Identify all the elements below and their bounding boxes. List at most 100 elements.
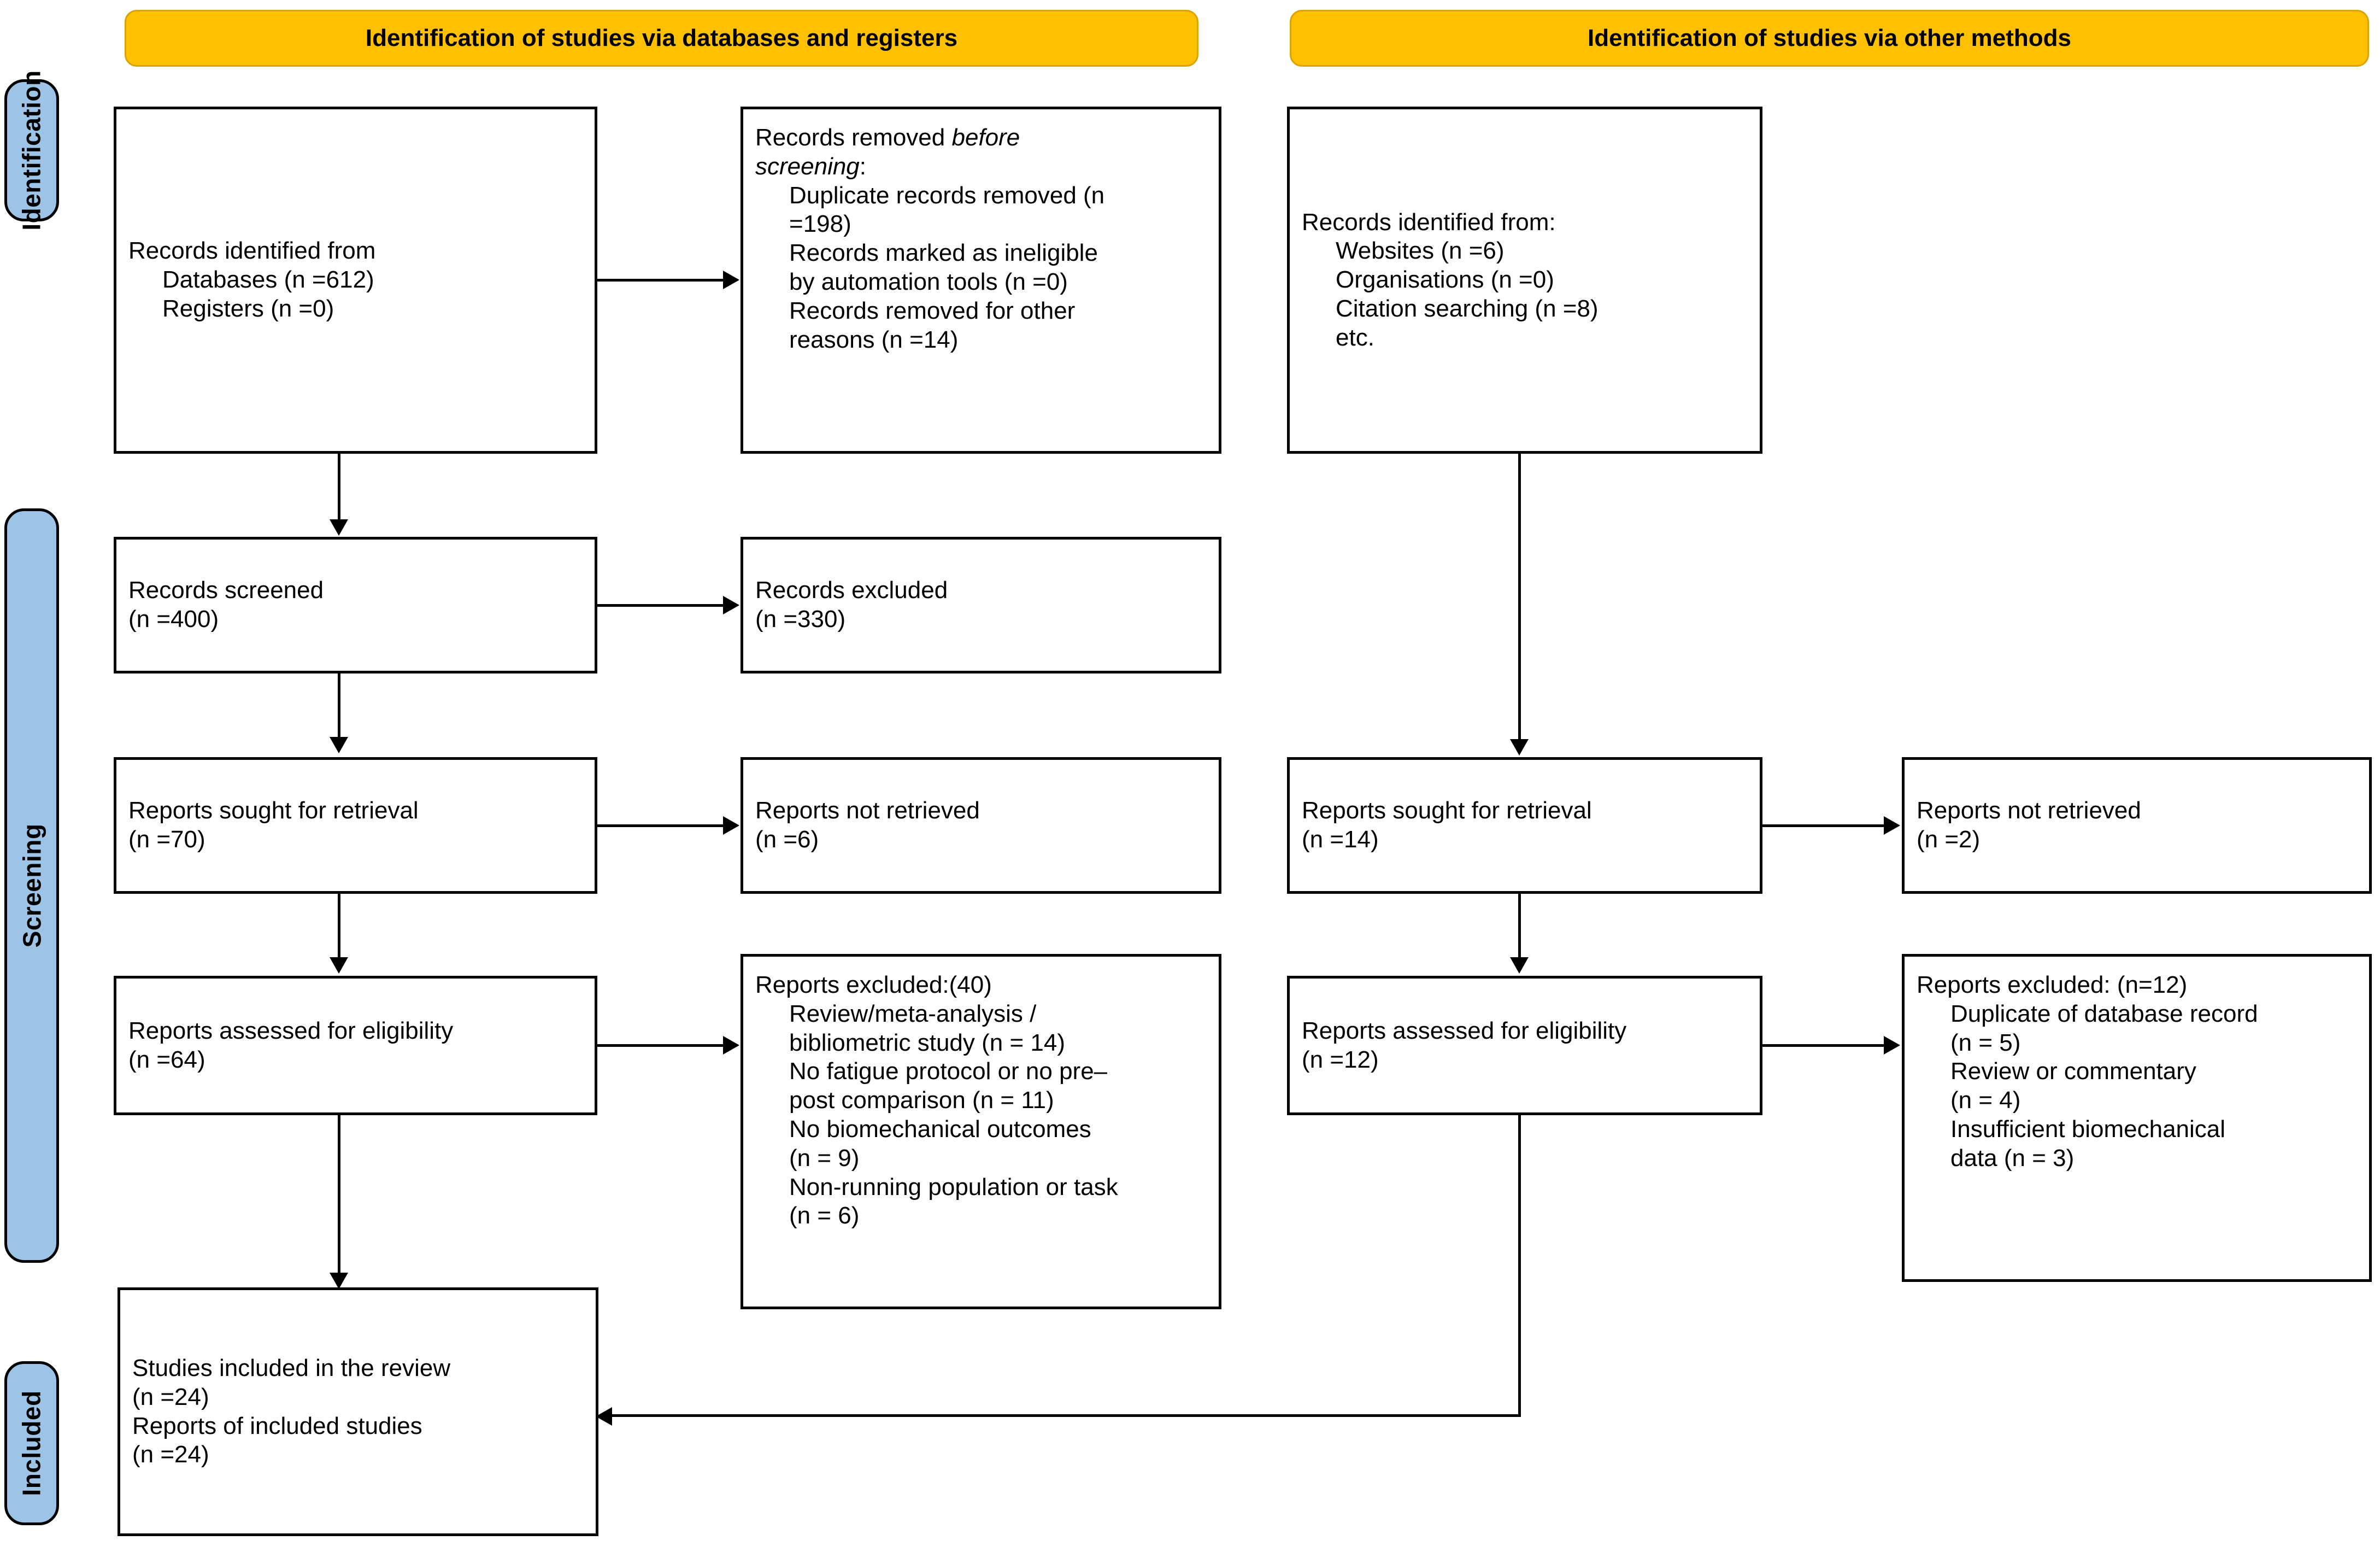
arrowhead-sought-to-not-retrieved-db [723, 816, 739, 835]
box-reports-sought-other: Reports sought for retrieval (n =14) [1287, 757, 1762, 894]
box-line: (n = 9) [789, 1144, 860, 1172]
box-line: (n =70) [128, 826, 205, 853]
box-line: Reports sought for retrieval [1302, 797, 1592, 824]
connector-assessed-to-included [338, 1115, 340, 1279]
box-line: Organisations (n =0) [1336, 266, 1554, 294]
box-line: Records screened [128, 577, 324, 604]
connector-screened-to-sought [338, 673, 340, 742]
arrowhead-identified-other-to-sought [1510, 739, 1529, 755]
box-line: Reports assessed for eligibility [128, 1017, 454, 1044]
connector-identified-other-to-sought [1518, 454, 1521, 743]
arrowhead-screened-to-excluded [723, 596, 739, 614]
box-line: Studies included in the review [132, 1354, 451, 1381]
connector-sought-to-assessed-other [1518, 894, 1521, 962]
box-line: Reports of included studies [132, 1412, 422, 1439]
box-line: data (n = 3) [1950, 1144, 2075, 1172]
box-reports-assessed-other: Reports assessed for eligibility (n =12) [1287, 976, 1762, 1115]
section-header-databases: Identification of studies via databases … [125, 10, 1198, 67]
connector-other-to-included-vertical [1518, 1115, 1521, 1416]
arrowhead-assessed-to-included [330, 1273, 348, 1289]
box-line: (n =6) [755, 826, 819, 853]
box-line: reasons (n =14) [789, 326, 959, 353]
box-line: by automation tools (n =0) [789, 268, 1068, 295]
box-line: (n =12) [1302, 1046, 1379, 1073]
section-header-databases-text: Identification of studies via databases … [365, 25, 958, 51]
connector-assessed-to-excluded-other [1762, 1044, 1884, 1047]
arrowhead-assessed-to-excluded-db [723, 1036, 739, 1055]
arrowhead-identified-to-removed [723, 271, 739, 289]
box-reports-excluded-databases: Reports excluded:(40) Review/meta-analys… [741, 954, 1221, 1309]
stage-label-identification: Identification [4, 70, 59, 231]
box-line: Records marked as ineligible [789, 239, 1098, 267]
box-line: Websites (n =6) [1336, 237, 1505, 265]
box-line: Records excluded [755, 577, 948, 604]
connector-sought-to-not-retrieved-db [597, 824, 723, 827]
box-line: Citation searching (n =8) [1336, 295, 1599, 322]
box-line-header-1: Records removed before [755, 124, 1207, 153]
box-line: Reports excluded: (n=12) [1917, 971, 2188, 998]
arrowhead-sought-to-not-retrieved-other [1884, 816, 1900, 835]
box-line: Databases (n =612) [162, 266, 374, 294]
stage-label-identification-text: Identification [17, 70, 46, 231]
connector-assessed-to-excluded-db [597, 1044, 723, 1047]
box-line: Registers (n =0) [162, 295, 334, 322]
arrowhead-assessed-to-excluded-other [1884, 1036, 1900, 1055]
box-line: Duplicate of database record [1950, 1000, 2258, 1027]
box-reports-sought-databases: Reports sought for retrieval (n =70) [114, 757, 597, 894]
box-studies-included: Studies included in the review (n =24) R… [117, 1287, 598, 1536]
section-header-other-methods: Identification of studies via other meth… [1290, 10, 2369, 67]
arrowhead-sought-to-assessed-other [1510, 957, 1529, 974]
box-line: (n = 6) [789, 1202, 860, 1229]
connector-sought-to-not-retrieved-other [1762, 824, 1884, 827]
box-line: =198) [789, 210, 851, 238]
box-line: Records removed for other [789, 297, 1076, 324]
box-line: Records identified from [128, 237, 376, 265]
box-line: Review or commentary [1950, 1058, 2196, 1085]
connector-sought-to-assessed-db [338, 894, 340, 962]
box-line: Reports not retrieved [1917, 797, 2141, 824]
connector-other-to-included-horizontal [612, 1414, 1521, 1417]
box-line: Reports sought for retrieval [128, 797, 419, 824]
box-reports-not-retrieved-other: Reports not retrieved (n =2) [1902, 757, 2372, 894]
box-line: Reports assessed for eligibility [1302, 1017, 1627, 1044]
box-line: post comparison (n = 11) [789, 1087, 1054, 1114]
box-records-excluded: Records excluded (n =330) [741, 537, 1221, 673]
arrowhead-identified-to-screened [330, 519, 348, 536]
box-line: (n =400) [128, 606, 219, 632]
section-header-other-methods-text: Identification of studies via other meth… [1588, 25, 2071, 51]
box-line: Reports not retrieved [755, 797, 980, 824]
box-line: Review/meta-analysis / [789, 1000, 1037, 1027]
box-line: (n =2) [1917, 826, 1981, 853]
box-line: bibliometric study (n = 14) [789, 1029, 1065, 1056]
stage-label-screening: Screening [4, 508, 59, 1263]
box-line: etc. [1336, 324, 1374, 351]
box-line: (n = 4) [1950, 1087, 2021, 1114]
connector-identified-to-removed [597, 279, 723, 282]
header-italic-2: screening [755, 153, 860, 180]
box-line: No biomechanical outcomes [789, 1115, 1091, 1143]
box-reports-excluded-other: Reports excluded: (n=12) Duplicate of da… [1902, 954, 2372, 1282]
connector-identified-to-screened [338, 454, 340, 525]
box-line: (n =64) [128, 1046, 205, 1073]
box-reports-not-retrieved-databases: Reports not retrieved (n =6) [741, 757, 1221, 894]
stage-label-included: Included [4, 1361, 59, 1525]
box-line: (n =14) [1302, 826, 1379, 853]
box-records-screened: Records screened (n =400) [114, 537, 597, 673]
box-line-header-2: screening: [755, 153, 1207, 181]
header-prefix: Records removed [755, 124, 952, 151]
arrowhead-screened-to-sought [330, 737, 348, 753]
box-line: Duplicate records removed (n [789, 181, 1105, 209]
box-line: (n =24) [132, 1383, 209, 1410]
box-line: (n =330) [755, 606, 846, 632]
arrowhead-other-to-included [596, 1407, 612, 1426]
box-reports-assessed-databases: Reports assessed for eligibility (n =64) [114, 976, 597, 1115]
stage-label-included-text: Included [17, 1390, 46, 1496]
box-line: No fatigue protocol or no pre– [789, 1058, 1108, 1085]
box-line: Insufficient biomechanical [1950, 1115, 2226, 1143]
box-records-identified-other-methods: Records identified from: Websites (n =6)… [1287, 107, 1762, 454]
box-records-removed-before-screening: Records removed before screening: Duplic… [741, 107, 1221, 454]
box-line: Non-running population or task [789, 1173, 1118, 1200]
connector-screened-to-excluded [597, 604, 723, 607]
box-records-identified-databases: Records identified from Databases (n =61… [114, 107, 597, 454]
box-line: (n = 5) [1950, 1029, 2021, 1056]
